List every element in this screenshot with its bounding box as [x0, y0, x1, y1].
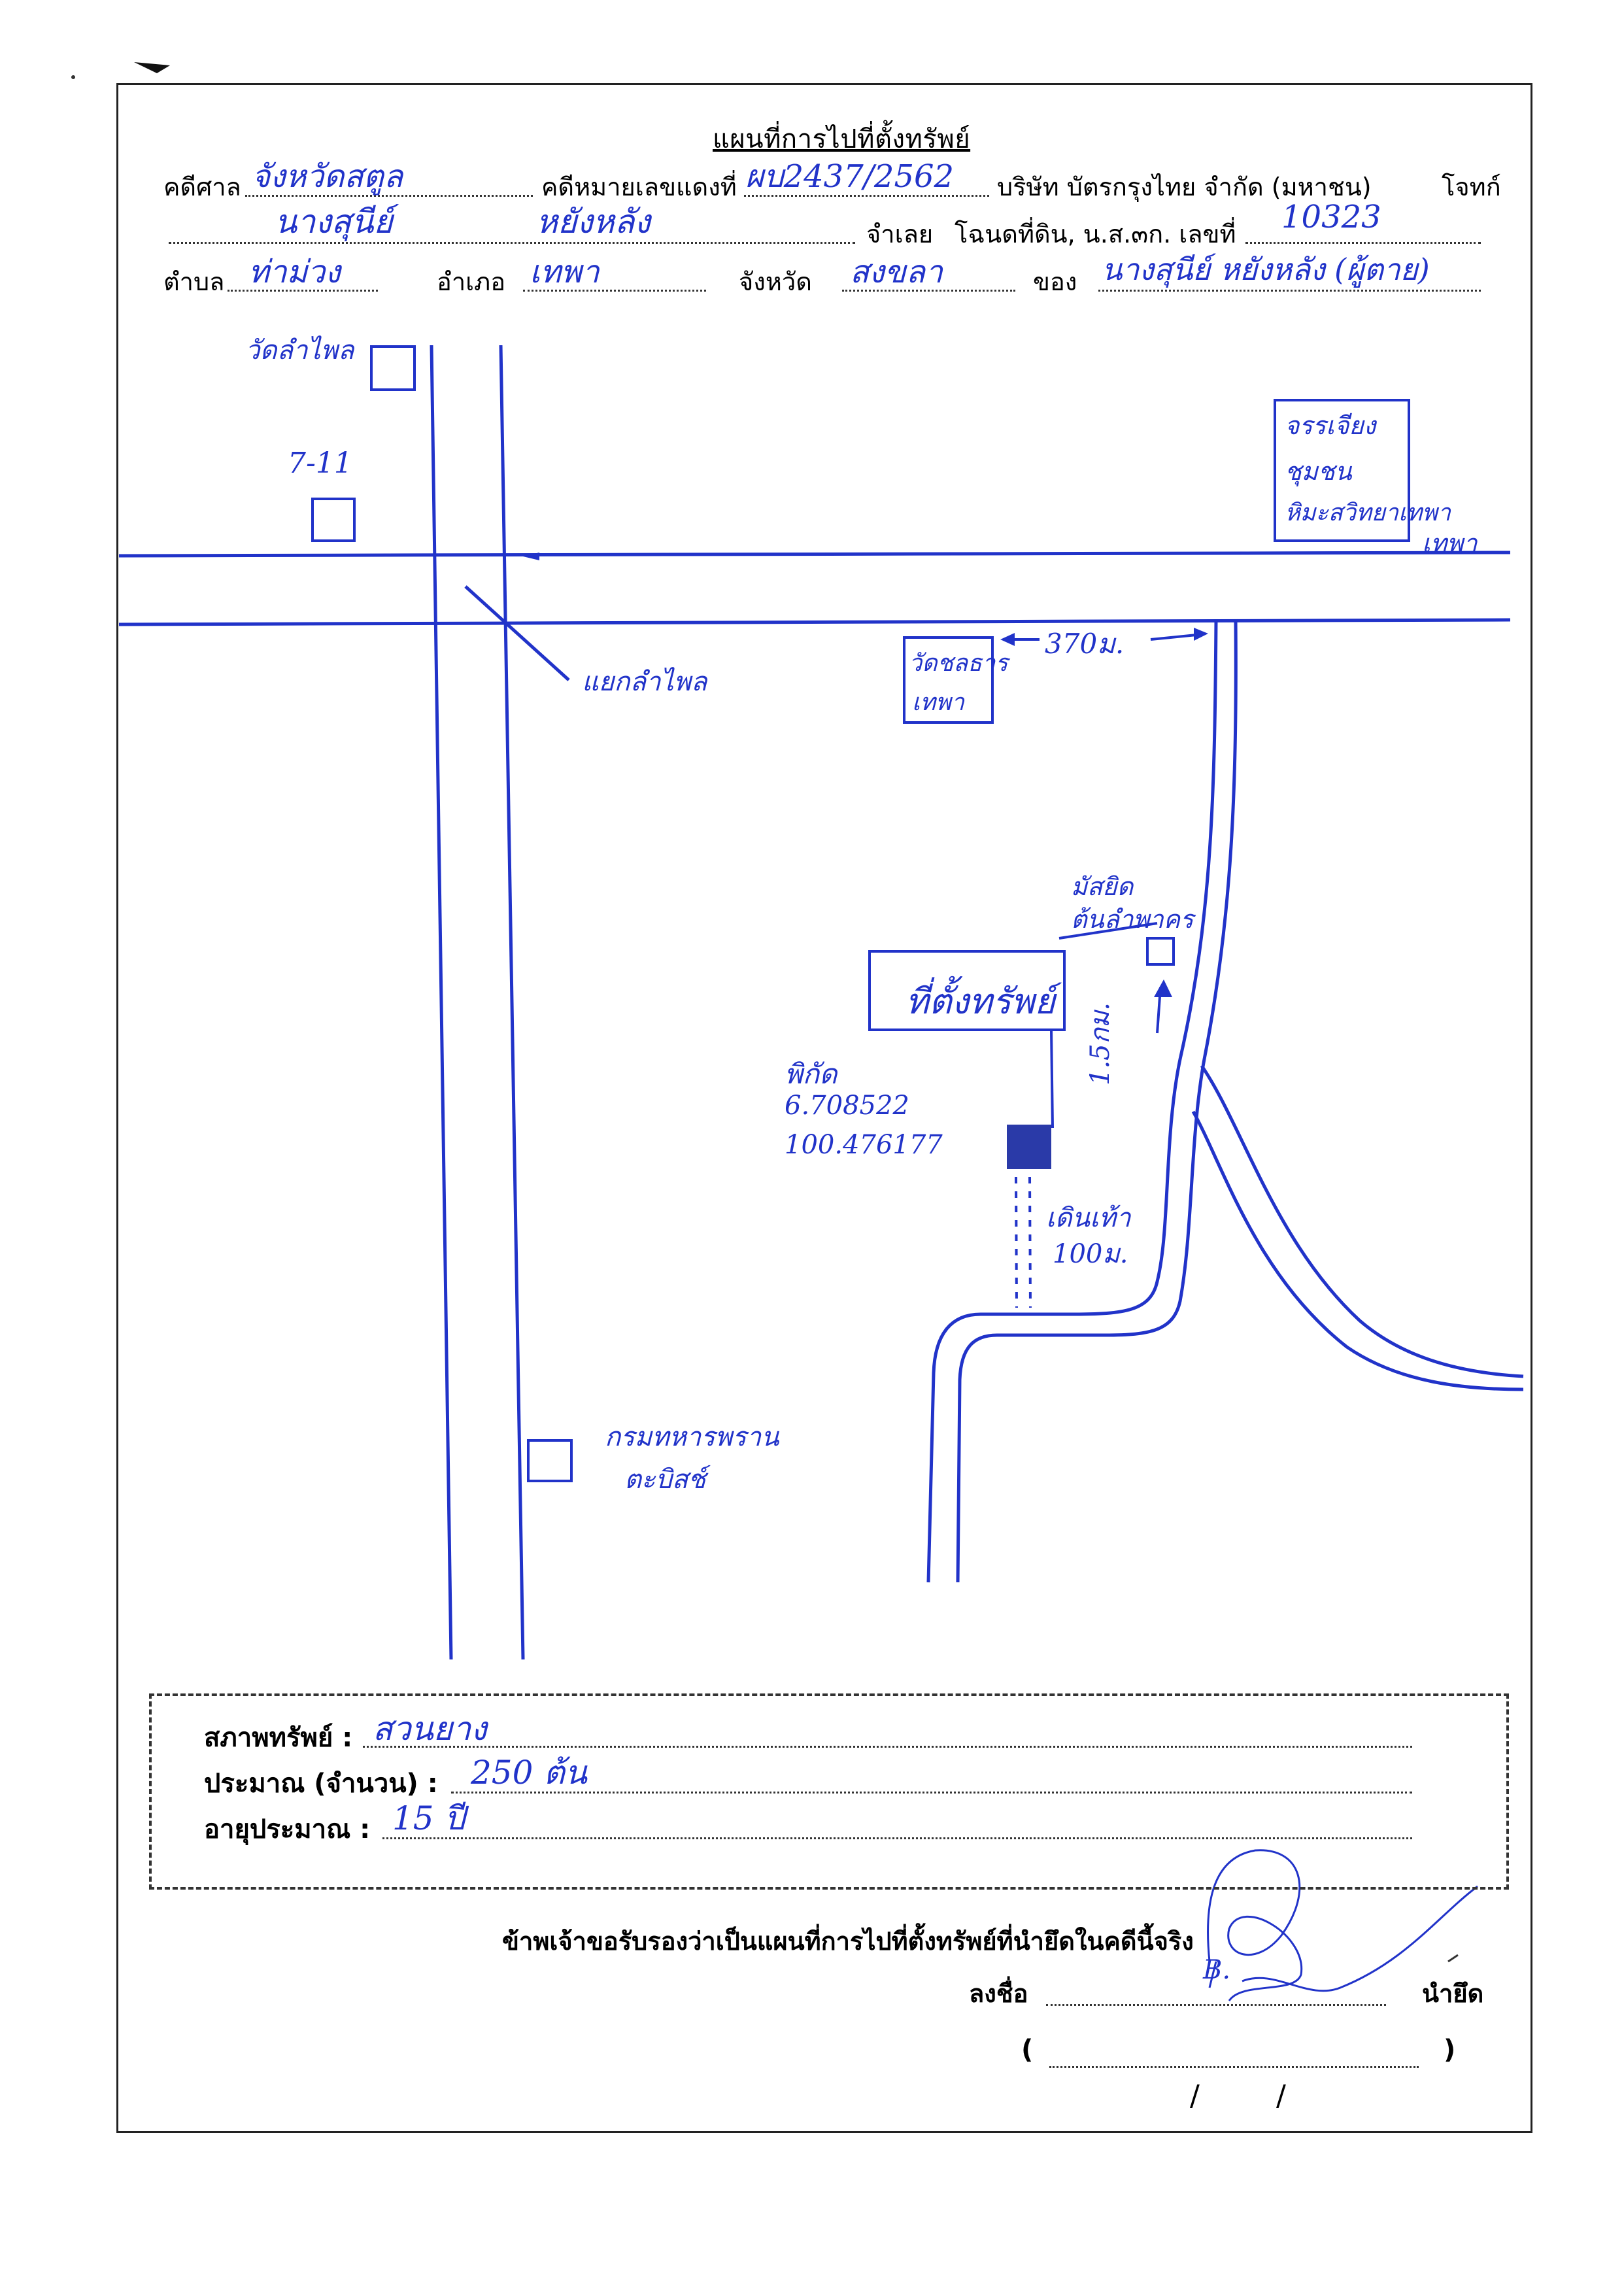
district-value: เทพา [530, 254, 600, 290]
coords-lng: 100.476177 [785, 1130, 943, 1160]
deed-dots [1245, 242, 1481, 244]
temple-top-marker [370, 345, 416, 391]
coords-label: พิกัด [785, 1058, 837, 1090]
quantity-value: 250 ต้น [471, 1754, 587, 1792]
temple-top-label: วัดลำไพล [245, 335, 354, 366]
signature-text: B. [1203, 1955, 1231, 1985]
quantity-label: ประมาณ (จำนวน) : [204, 1769, 438, 1799]
owner-dots [1098, 290, 1481, 292]
deed-value: 10323 [1281, 199, 1381, 235]
court-label: คดีศาล [163, 173, 241, 201]
age-value: 15 ปี [392, 1799, 465, 1837]
property-box [868, 950, 1066, 1031]
subdistrict-value: ท่าม่วง [248, 254, 341, 290]
sign-label: ลงชื่อ [969, 1979, 1028, 2008]
plaintiff-label: โจทก์ [1442, 173, 1501, 201]
police-label-2: ตะบิสช์ [624, 1465, 706, 1495]
school-box [1274, 399, 1410, 542]
sign-dots [1046, 2004, 1386, 2006]
defendant-label: จำเลย [866, 220, 934, 248]
court-dots [245, 195, 533, 197]
mosque-marker [1146, 937, 1175, 966]
walk-label-2: 100ม. [1053, 1239, 1128, 1269]
vertical-road-left [430, 345, 453, 1660]
type-dots [363, 1746, 1412, 1748]
province-label: จังหวัด [739, 267, 812, 296]
province-value: สงขลา [850, 254, 943, 290]
road-arrow-mark [523, 552, 539, 560]
stray-mark [134, 62, 170, 73]
mosque-pointer [1058, 922, 1158, 940]
distance-370-label: 370ม. [1045, 628, 1125, 660]
deed-label: โฉนดที่ดิน, น.ส.๓ก. เลขที่ [955, 220, 1236, 248]
signature [1207, 1849, 1478, 2001]
distance-1-5-label: 1.5กม. [1085, 1002, 1115, 1085]
up-arrow-head [1154, 979, 1172, 997]
walk-label-1: เดินเท้า [1046, 1203, 1131, 1233]
junction-label: แยกลำไพล [582, 667, 707, 697]
parcel-marker [1007, 1125, 1051, 1169]
side-road-left [926, 619, 1218, 1583]
signature-tick [1447, 1954, 1459, 1963]
tepa-label: เทพา [1422, 529, 1478, 558]
age-label: อายุประมาณ : [204, 1814, 371, 1844]
main-road-top [118, 551, 1511, 558]
junction-pointer [464, 585, 570, 681]
date-slash-2: / [1276, 2079, 1286, 2113]
coords-lat: 6.708522 [785, 1091, 909, 1121]
defendant-value-last: หยังหลัง [536, 203, 651, 241]
subdistrict-label: ตำบล [163, 267, 225, 296]
owner-label: ของ [1033, 267, 1077, 296]
owner-value: นางสุนีย์ หยังหลัง (ผู้ตาย) [1102, 252, 1430, 287]
court-value: จังหวัดสตูล [252, 158, 403, 195]
map-frame [116, 83, 1532, 2133]
condition-box [149, 1693, 1509, 1890]
name-dots [1049, 2066, 1419, 2068]
district-label: อำเภอ [437, 267, 506, 296]
side-road-right [956, 619, 1238, 1583]
mosque-label-2: ต้นลำพาคร [1071, 905, 1194, 934]
paren-open: ( [1021, 2035, 1034, 2065]
distance-arrow-head-left [1000, 633, 1015, 646]
school-label-2: ชุมชน [1285, 457, 1352, 486]
distance-arrow-head-right [1194, 628, 1208, 641]
temple-mid-label-1: วัดชลธาร [909, 650, 1008, 677]
seizer-label: นำยึด [1422, 1979, 1484, 2008]
seven-eleven-label: 7-11 [288, 447, 352, 480]
school-label-3: หิมะสวิทยาเทพา [1285, 500, 1451, 526]
stray-dot [71, 75, 75, 79]
subdistrict-dots [228, 290, 378, 292]
seven-eleven-marker [311, 498, 356, 542]
case-no-label: คดีหมายเลขแดงที่ [541, 173, 737, 201]
plaintiff-name: บริษัท บัตรกรุงไทย จำกัด (มหาชน) [997, 173, 1372, 201]
district-dots [523, 290, 706, 292]
vertical-road-right [499, 345, 525, 1660]
property-connector [1050, 1029, 1054, 1129]
paren-close: ) [1444, 2035, 1456, 2065]
defendant-value-first: นางสุนีย์ [275, 203, 393, 241]
date-slash-1: / [1190, 2079, 1200, 2113]
case-no-value: ผบ2437/2562 [745, 158, 955, 195]
quantity-dots [451, 1792, 1412, 1794]
case-no-dots [744, 195, 989, 197]
mosque-label-1: มัสยิด [1071, 872, 1134, 901]
certify-text: ข้าพเจ้าขอรับรองว่าเป็นแผนที่การไปที่ตั้… [502, 1927, 1194, 1956]
school-label-1: จรรเจียง [1285, 411, 1376, 440]
temple-mid-label-2: เทพา [912, 689, 964, 716]
type-label: สภาพทรัพย์ : [204, 1723, 353, 1753]
province-dots [842, 290, 1015, 292]
police-marker [527, 1439, 573, 1482]
defendant-dots [169, 242, 855, 244]
branch-road-lower [1191, 1110, 1524, 1391]
temple-mid-box [903, 636, 994, 724]
police-label-1: กรมทหารพราน [605, 1422, 779, 1452]
main-road-bottom [118, 618, 1511, 626]
type-value: สวนยาง [373, 1710, 487, 1748]
property-label: ที่ตั้งทรัพย์ [905, 981, 1055, 1022]
age-dots [382, 1837, 1412, 1839]
page-title: แผนที่การไปที่ตั้งทรัพย์ [713, 124, 971, 154]
branch-road-upper [1200, 1064, 1524, 1378]
